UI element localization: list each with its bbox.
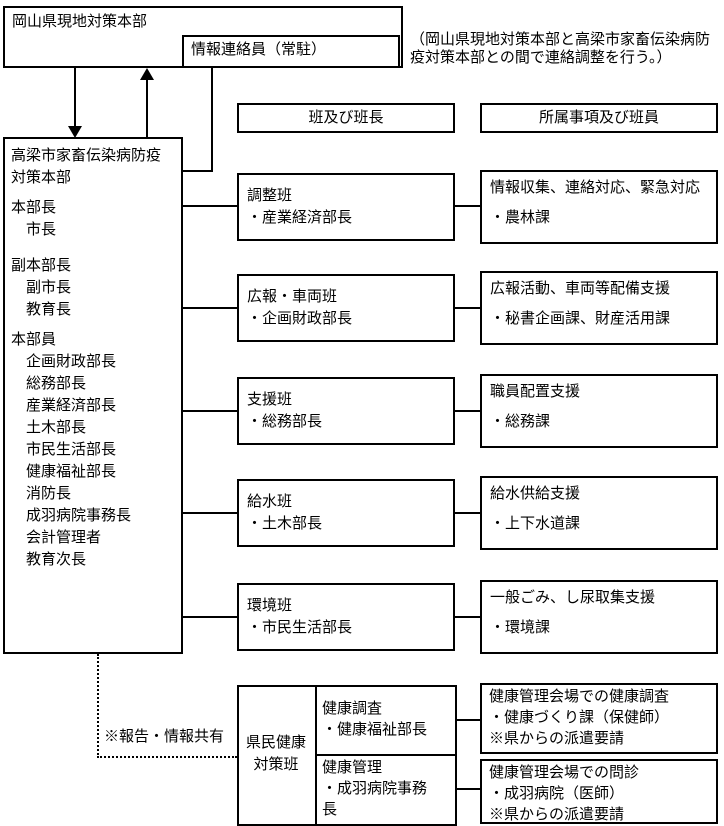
member: 消防長	[26, 486, 72, 502]
connector	[183, 410, 237, 412]
role-fukuhonbucho: 副本部長	[11, 258, 72, 274]
health-group-line2: 対策班	[253, 757, 299, 773]
connector	[457, 719, 480, 721]
duty-box-shien: 職員配置支援 ・総務課	[480, 374, 718, 448]
role-honbucho: 本部長	[11, 200, 57, 216]
member: 副市長	[26, 280, 72, 296]
team-name: 環境班	[247, 598, 293, 614]
duty-note: ※県からの派遣要請	[489, 807, 625, 823]
health-group-label: 県民健康 対策班	[239, 687, 313, 823]
member: 産業経済部長	[26, 398, 117, 414]
liaison-connector-horizontal	[183, 170, 213, 172]
subteam-leader: ・成羽病院事務長	[322, 781, 428, 818]
team-name: 調整班	[247, 188, 293, 204]
member: 成羽病院事務長	[26, 508, 132, 524]
member: 総務部長	[26, 376, 87, 392]
member: 市長	[26, 222, 57, 238]
team-name: 広報・車両班	[247, 289, 338, 305]
team-name: 支援班	[247, 392, 293, 408]
down-arrow-head-icon	[68, 126, 82, 138]
connector	[455, 307, 480, 309]
member: 健康福祉部長	[26, 464, 117, 480]
team-box-chousei: 調整班 ・産業経済部長	[237, 173, 455, 241]
duty-text: 健康管理会場での健康調査	[489, 689, 670, 705]
duty-members: ・上下水道課	[490, 516, 581, 532]
connector	[457, 788, 480, 790]
team-leader: ・産業経済部長	[247, 210, 353, 226]
up-arrow-head-icon	[140, 68, 154, 80]
liaison-label: 情報連絡員（常駐）	[191, 42, 327, 58]
member: 市民生活部長	[26, 442, 117, 458]
subteam-leader: ・健康福祉部長	[322, 721, 428, 738]
liaison-note-line2: 疫対策本部との間で連絡調整を行う。）	[410, 49, 672, 66]
duty-members: ・総務課	[490, 414, 551, 430]
subteam-name: 健康管理	[322, 760, 383, 776]
duty-members: ・秘書企画課、財産活用課	[490, 311, 671, 327]
city-hq-title-line1: 高梁市家畜伝染病防疫	[11, 148, 162, 164]
connector	[183, 616, 237, 618]
report-share-label: ※報告・情報共有	[104, 729, 225, 745]
team-leader: ・総務部長	[247, 414, 323, 430]
health-box-divider-horizontal	[317, 754, 455, 756]
duty-text: 職員配置支援	[490, 384, 581, 400]
city-hq-title-line2: 対策本部	[11, 170, 72, 186]
duty-members: ・環境課	[490, 620, 551, 636]
duty-members: ・健康づくり課（保健師）	[489, 710, 670, 726]
subteam-kenkou-chousa: 健康調査 ・健康福祉部長	[317, 687, 455, 752]
duty-text: 広報活動、車両等配備支援	[490, 281, 671, 297]
liaison-box: 情報連絡員（常駐）	[182, 35, 400, 68]
report-connector-horizontal	[97, 756, 237, 758]
duty-box-kouhou: 広報活動、車両等配備支援 ・秘書企画課、財産活用課	[480, 271, 718, 345]
connector	[183, 205, 237, 207]
member: 教育次長	[26, 552, 87, 568]
duty-text: 情報収集、連絡対応、緊急対応	[490, 180, 701, 196]
team-leader: ・土木部長	[247, 516, 323, 532]
duty-box-chousei: 情報収集、連絡対応、緊急対応 ・農林課	[480, 170, 718, 244]
team-box-kouhou: 広報・車両班 ・企画財政部長	[237, 274, 455, 342]
liaison-note: （岡山県現地対策本部と高梁市家畜伝染病防 疫対策本部との間で連絡調整を行う。）	[410, 32, 722, 67]
team-name: 給水班	[247, 494, 293, 510]
connector	[455, 205, 480, 207]
column-header-teams: 班及び班長	[237, 103, 455, 133]
member: 教育長	[26, 302, 72, 318]
report-connector-vertical	[97, 654, 99, 758]
role-honbuin: 本部員	[11, 332, 57, 348]
health-box-divider-vertical	[315, 685, 317, 826]
duty-box-kyuusui: 給水供給支援 ・上下水道課	[480, 476, 718, 550]
connector	[183, 307, 237, 309]
duty-members: ・農林課	[490, 210, 551, 226]
duty-box-kenkou-kanri: 健康管理会場での問診 ・成羽病院（医師） ※県からの派遣要請	[480, 759, 718, 824]
connector	[455, 410, 480, 412]
prefecture-hq-label: 岡山県現地対策本部	[12, 14, 148, 30]
connector	[183, 512, 237, 514]
duty-box-kenkou-chousa: 健康管理会場での健康調査 ・健康づくり課（保健師） ※県からの派遣要請	[480, 683, 718, 754]
duty-members: ・成羽病院（医師）	[489, 786, 625, 802]
health-group-line1: 県民健康	[245, 735, 306, 752]
team-leader: ・企画財政部長	[247, 311, 353, 327]
member: 会計管理者	[26, 530, 102, 546]
team-box-shien: 支援班 ・総務部長	[237, 377, 455, 445]
duty-box-kankyou: 一般ごみ、し尿取集支援 ・環境課	[480, 580, 718, 654]
member: 土木部長	[26, 420, 87, 436]
duty-note: ※県からの派遣要請	[489, 731, 625, 747]
team-leader: ・市民生活部長	[247, 620, 353, 636]
down-arrow-line	[74, 68, 76, 127]
connector	[455, 512, 480, 514]
team-box-kankyou: 環境班 ・市民生活部長	[237, 583, 455, 651]
team-box-kyuusui: 給水班 ・土木部長	[237, 479, 455, 547]
subteam-name: 健康調査	[322, 700, 383, 717]
liaison-note-line1: （岡山県現地対策本部と高梁市家畜伝染病防	[410, 32, 711, 48]
column-header-duties: 所属事項及び班員	[480, 103, 718, 133]
city-hq-box: 高梁市家畜伝染病防疫 対策本部 本部長 市長 副本部長 副市長 教育長 本部員 …	[3, 137, 183, 654]
duty-text: 一般ごみ、し尿取集支援	[490, 590, 656, 606]
subteam-kenkou-kanri: 健康管理 ・成羽病院事務長	[317, 756, 455, 823]
member: 企画財政部長	[26, 354, 117, 370]
duty-text: 給水供給支援	[490, 486, 581, 502]
duty-text: 健康管理会場での問診	[489, 765, 640, 781]
up-arrow-line	[146, 79, 148, 137]
connector	[455, 616, 480, 618]
liaison-connector-vertical	[211, 68, 213, 172]
